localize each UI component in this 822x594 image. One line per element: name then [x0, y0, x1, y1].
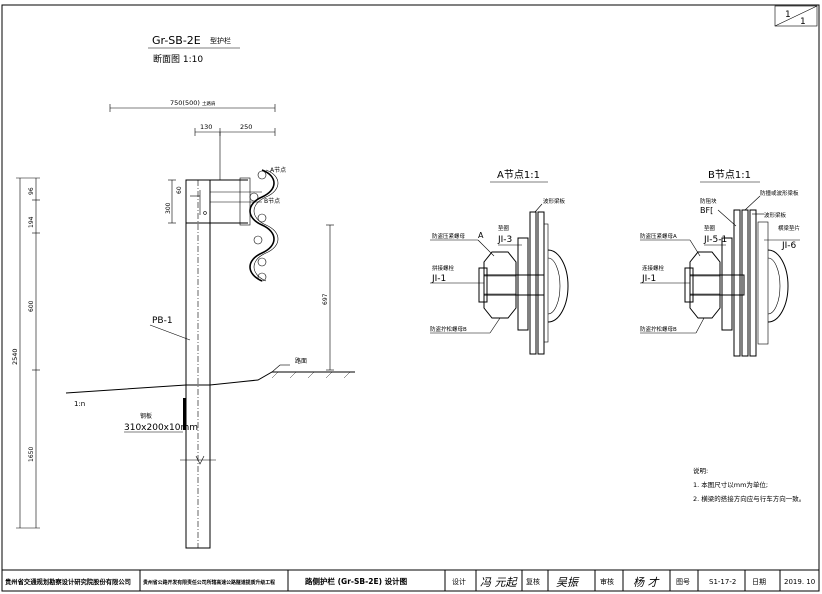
detail-a-wave-label: 波形梁板: [543, 197, 566, 205]
detail-b-pad-label: 横梁垫片: [778, 224, 800, 232]
dim-1650: 1650: [28, 447, 35, 462]
dim-top-note: 土路肩: [202, 100, 216, 107]
dim-250: 250: [240, 123, 252, 131]
dim-697: 697: [322, 293, 329, 305]
notes-line-1: 1. 本图尺寸以mm为单位;: [693, 480, 768, 489]
dim-194: 194: [28, 216, 35, 228]
tb-company: 贵州省交通规划勘察设计研究院股份有限公司: [5, 577, 131, 586]
tb-review-signature: 杨 才: [633, 576, 660, 589]
detail-b-title: B节点1:1: [708, 169, 751, 181]
dim-2540: 2540: [11, 348, 19, 365]
dim-300: 300: [165, 202, 172, 214]
detail-b-nut-b-label: 防盗拧松螺母B: [640, 325, 677, 333]
detail-b-pad-id: JI-6: [781, 241, 797, 251]
main-section-view: Gr-SB-2E 型护栏 断面图 1:10 750(500) 土路肩 130 2…: [11, 34, 355, 549]
detail-a-washer-id: JI-3: [497, 235, 512, 245]
notes-line-2: 2. 横梁的搭接方向应与行车方向一致。: [693, 494, 805, 503]
title-block: 贵州省交通规划勘察设计研究院股份有限公司 贵州省公路开发有限责任公司所辖高速公路…: [5, 570, 815, 591]
slope-label: 1:n: [74, 400, 85, 408]
dim-top: 750(500): [170, 99, 200, 107]
detail-a-bolt-id: JI-1: [431, 274, 446, 284]
detail-b-nut-a-label: 防盗压紧螺母A: [640, 232, 677, 240]
detail-b-bolt-label: 连接螺栓: [642, 264, 665, 272]
beam-bolts: [249, 170, 267, 282]
tb-drawing-no: S1-17-2: [709, 578, 736, 586]
detail-b-wave-label: 波形梁板: [764, 211, 787, 219]
w-beam-profile: [249, 169, 275, 282]
dim-600: 600: [28, 300, 35, 312]
detail-b-washer-label: 垫圈: [704, 224, 716, 232]
sheet-number-current: 1: [785, 10, 791, 20]
detail-a-bolt-label: 拼接螺栓: [432, 264, 455, 272]
dim-130: 130: [200, 123, 212, 131]
post-label: PB-1: [152, 316, 173, 326]
road-label: 路面: [295, 357, 307, 365]
main-title: Gr-SB-2E: [152, 34, 201, 47]
detail-a-view: A节点1:1 波形梁板 垫圈 JI-3 防盗压紧螺母 A 拼接螺栓 JI-1 防…: [430, 169, 569, 355]
detail-b-washer-id: JI-5-1: [703, 235, 727, 245]
detail-b-hex-label: 防阻块: [700, 197, 717, 205]
main-title-suffix: 型护栏: [210, 36, 231, 45]
main-subtitle: 断面图 1:10: [153, 53, 203, 65]
tb-design-signature: 冯 元起: [480, 576, 518, 589]
tb-design-label: 设计: [452, 577, 466, 586]
detail-b-view: B节点1:1 防撞或波形梁板 防阻块 BF[ 波形梁板 垫圈 JI-5-1 横梁…: [640, 169, 800, 357]
sheet-border: [1, 4, 820, 592]
detail-a-title: A节点1:1: [497, 169, 540, 181]
tb-drawing-no-label: 图号: [676, 578, 690, 586]
detail-b-bolt-id: JI-1: [641, 274, 656, 284]
sheet-number-box: 1 1: [774, 5, 818, 27]
plate-label: 钢板: [140, 412, 152, 420]
detail-b-support-label: 防撞或波形梁板: [760, 189, 799, 197]
tb-date-label: 日期: [752, 578, 766, 586]
tb-check-signature: 吴振: [556, 576, 580, 589]
tb-review-label: 审核: [600, 577, 614, 586]
notes-heading: 说明:: [693, 466, 708, 475]
detail-a-nut-b-label: 防盗拧松螺母B: [430, 325, 467, 333]
sheet-number-total: 1: [800, 17, 806, 27]
tb-date: 2019. 10: [784, 578, 815, 586]
detail-a-nut-a-label: 防盗压紧螺母: [432, 232, 466, 240]
detail-b-hex-id: BF[: [700, 206, 713, 215]
label-a-node: A节点: [270, 166, 286, 174]
tb-drawing-title: 路侧护栏 (Gr-SB-2E) 设计图: [305, 576, 408, 586]
label-b-node: B节点: [264, 197, 280, 205]
detail-a-washer-label: 垫圈: [498, 224, 510, 232]
plate-size: 310x200x10mm: [124, 423, 198, 433]
dim-96: 96: [28, 187, 35, 195]
tb-client: 贵州省公路开发有限责任公司所辖高速公路隧道提质升级工程: [143, 579, 275, 586]
tb-check-label: 复核: [526, 577, 540, 586]
ground-line: [65, 371, 355, 394]
detail-a-a-label: A: [478, 231, 484, 240]
dim-60: 60: [176, 186, 183, 194]
notes-block: 说明: 1. 本图尺寸以mm为单位; 2. 横梁的搭接方向应与行车方向一致。: [693, 466, 805, 503]
